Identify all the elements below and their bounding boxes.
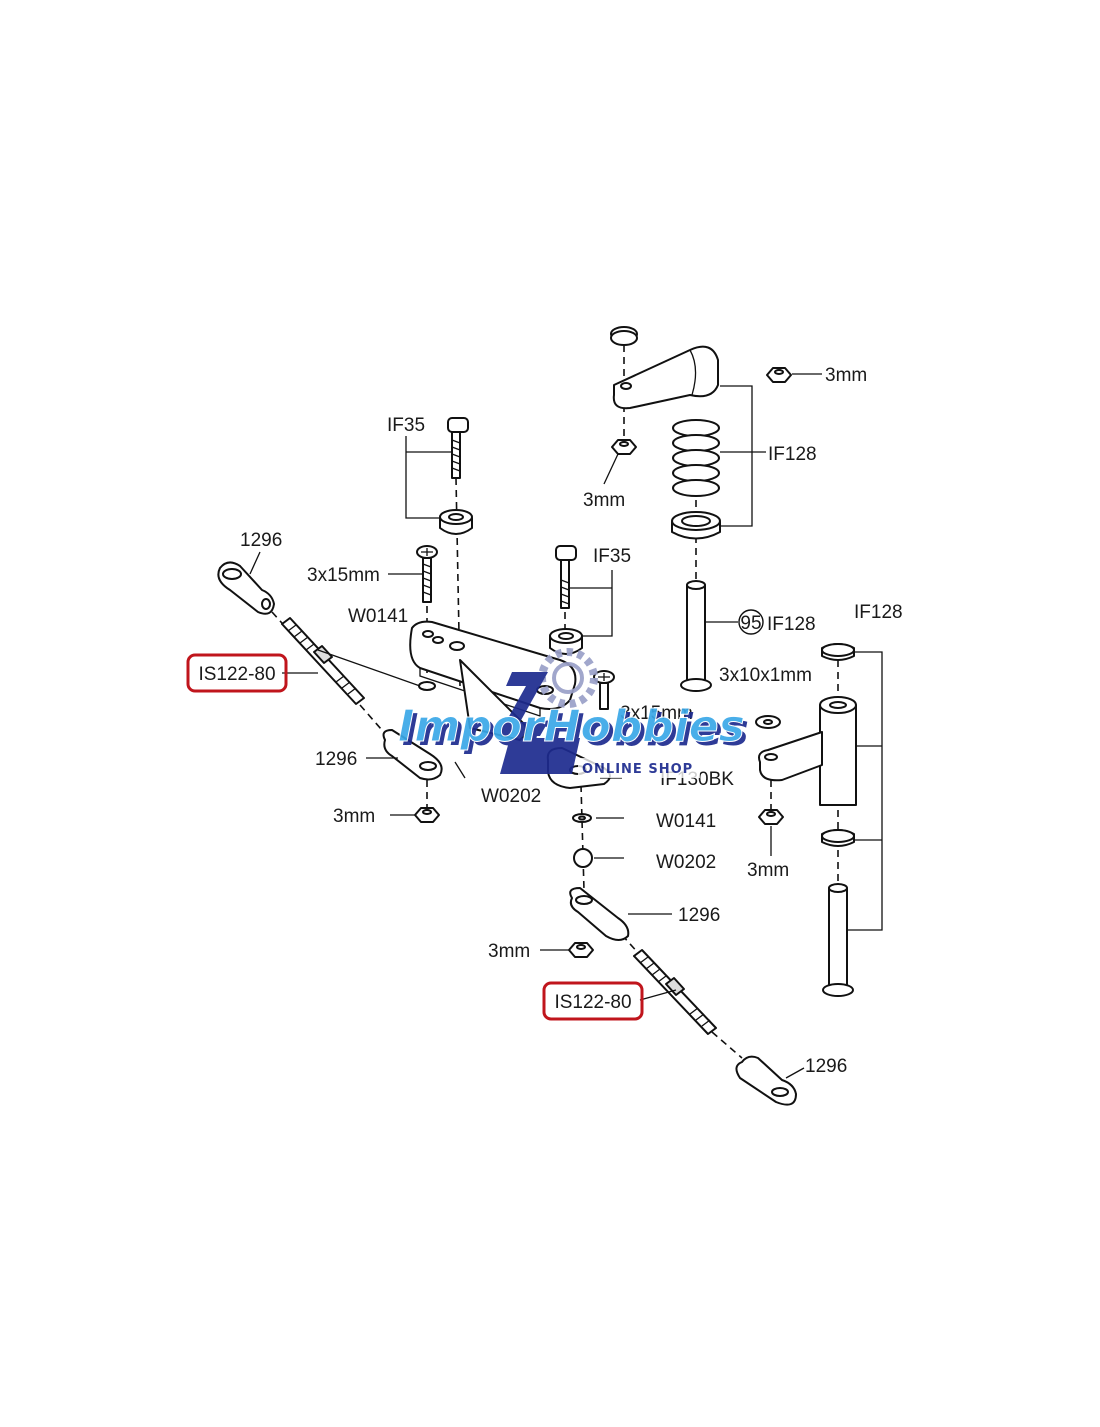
nut-left-icon <box>414 807 440 823</box>
part-labels: IF35 IF35 IF128 IF128 IF128 3mm 3mm 3mm … <box>240 365 903 1077</box>
circled-number-badge: 95 <box>738 609 764 635</box>
label-if128-post: IF128 <box>767 614 816 635</box>
screw-3x15-left-icon <box>416 545 438 603</box>
label-if35-mid: IF35 <box>593 546 631 567</box>
rod-end-bottom-right-icon <box>735 1055 797 1106</box>
label-rod-end-bottom-right: 1296 <box>805 1056 847 1077</box>
label-nut-bottom: 3mm <box>488 941 530 962</box>
washer-w0141-left-icon <box>418 681 436 691</box>
watermark-tagline: ONLINE SHOP <box>582 762 693 777</box>
label-nut-left: 3mm <box>333 806 375 827</box>
upper-servo-saver-arm <box>612 345 719 410</box>
watermark-brand-shadow: ImporHobbies <box>402 705 749 756</box>
label-is122-80-top: IS122-80 <box>198 664 275 685</box>
label-screw-3x15-left: 3x15mm <box>307 565 380 586</box>
watermark-brand: ImporHobbies <box>398 701 745 752</box>
label-w0202-bottom: W0202 <box>656 852 716 873</box>
nut-top-right-icon <box>766 367 792 383</box>
rod-end-mid-left-icon <box>382 729 443 781</box>
watermark-logo: ImporHobbies ImporHobbies ONLINE SHOP <box>398 648 749 778</box>
highlight-callout-bottom: IS122-80 <box>542 981 644 1021</box>
washer-w0141-bottom-icon <box>572 813 592 823</box>
label-rod-end-mid-left: 1296 <box>315 749 357 770</box>
label-screw-3x15-mid: 3x15mm <box>620 703 693 724</box>
label-if35-top: IF35 <box>387 415 425 436</box>
label-if128-right: IF128 <box>854 602 903 623</box>
turnbuckle-rod-top-icon <box>281 617 365 705</box>
nut-top-left-icon <box>611 439 637 455</box>
spring-collar-icon <box>671 511 721 540</box>
right-bellcrank-assembly <box>758 643 857 997</box>
shoulder-screw-top <box>439 417 473 535</box>
spring-icon <box>672 419 720 497</box>
ball-w0202-bottom-icon <box>573 848 593 868</box>
highlight-box-bottom <box>542 981 644 1021</box>
label-washer-3x10x1: 3x10x1mm <box>719 665 812 686</box>
turnbuckle-rod-bottom-icon <box>633 949 717 1035</box>
rod-end-top-left-icon <box>217 561 275 615</box>
label-if128-top: IF128 <box>768 444 817 465</box>
label-nut-top-right: 3mm <box>825 365 867 386</box>
screw-3x15-mid-icon <box>593 670 615 710</box>
highlight-callout-top: IS122-80 <box>186 653 288 693</box>
label-nut-top-left: 3mm <box>583 490 625 511</box>
nut-right-icon <box>758 809 784 825</box>
label-rod-end-top-left: 1296 <box>240 530 282 551</box>
label-w0202-left: W0202 <box>481 786 541 807</box>
washer-3x10x1-icon <box>755 715 781 729</box>
upper-bellcrank-assembly <box>610 326 792 692</box>
label-rod-end-bottom-mid: 1296 <box>678 905 720 926</box>
shoulder-screw-mid <box>549 545 583 655</box>
circled-number-text: 95 <box>740 613 761 634</box>
label-w0141-left: W0141 <box>348 606 408 627</box>
label-is122-80-bottom: IS122-80 <box>554 992 631 1013</box>
nut-bottom-icon <box>568 942 594 958</box>
label-w0141-bottom: W0141 <box>656 811 716 832</box>
upper-post-icon <box>680 580 712 692</box>
rod-end-bottom-mid-icon <box>569 887 630 941</box>
label-nut-right: 3mm <box>747 860 789 881</box>
highlight-box-top <box>186 653 288 693</box>
